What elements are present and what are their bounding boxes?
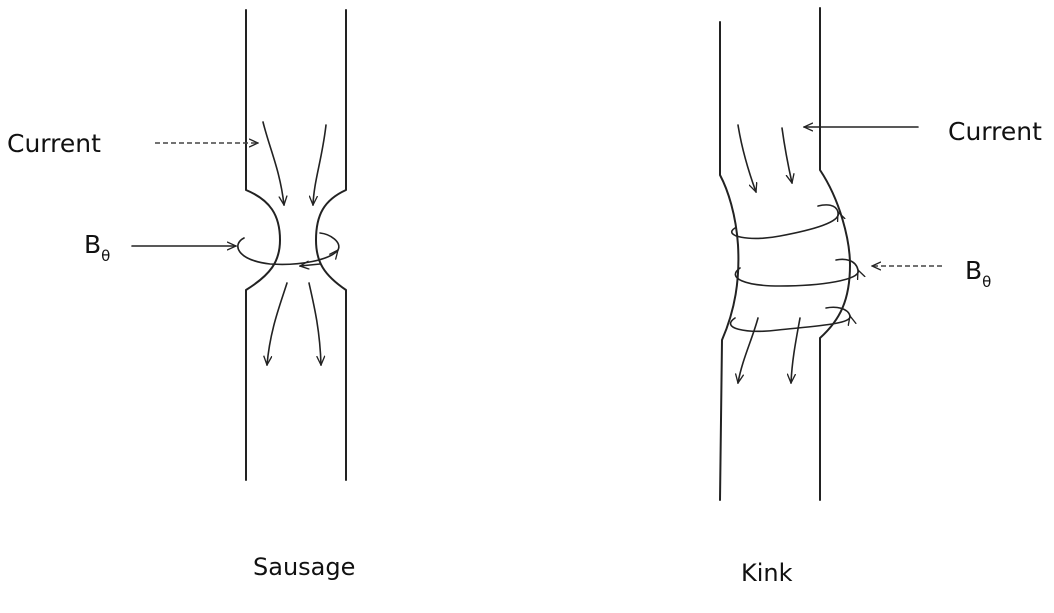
- kink-current-label: Current: [948, 117, 1042, 146]
- kink-btheta-loop-1b: [818, 205, 838, 212]
- kink-current-arrow-left: [738, 125, 756, 192]
- sausage-current-arrow-left: [263, 122, 284, 205]
- kink-btheta-loop-1: [732, 212, 839, 238]
- kink-btheta-loop-2: [735, 268, 858, 286]
- kink-diagram: Current Bθ Kink: [720, 8, 1042, 587]
- sausage-btheta-loop-back: [320, 233, 339, 250]
- kink-btheta-loop-3: [731, 316, 851, 331]
- kink-current-arrow-right: [782, 128, 792, 183]
- kink-column-left-wall: [720, 22, 738, 500]
- sausage-column-left-wall: [246, 10, 280, 480]
- kink-current-arrow-lower-left: [738, 318, 758, 383]
- kink-column-right-wall: [820, 8, 850, 500]
- sausage-btheta-loop: [238, 238, 338, 264]
- kink-btheta-label: Bθ: [965, 256, 991, 291]
- sausage-current-arrow-lower-left: [267, 283, 287, 365]
- sausage-column-right-wall: [316, 10, 346, 480]
- sausage-current-label: Current: [7, 129, 101, 158]
- kink-caption: Kink: [741, 559, 793, 587]
- sausage-btheta-loop-return: [300, 264, 320, 266]
- sausage-caption: Sausage: [253, 553, 355, 581]
- sausage-btheta-label: Bθ: [84, 230, 110, 265]
- sausage-current-arrow-right: [313, 125, 326, 205]
- sausage-diagram: Current Bθ Sausage: [7, 10, 355, 581]
- sausage-current-arrow-lower-right: [309, 283, 321, 365]
- kink-btheta-loop-2b: [836, 259, 858, 270]
